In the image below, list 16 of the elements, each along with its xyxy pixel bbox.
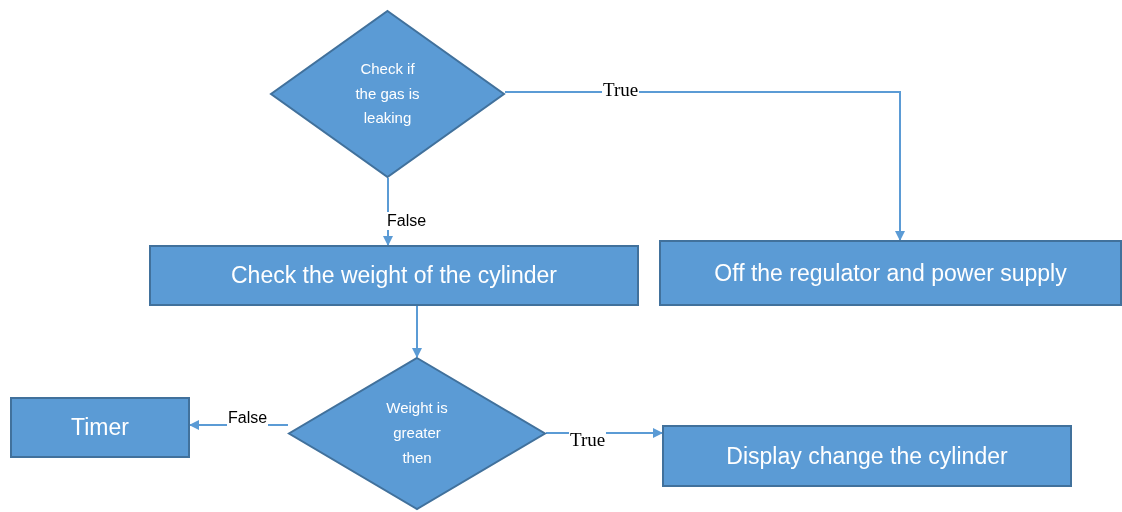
decision-diamond [270, 10, 505, 178]
arrow [504, 91, 905, 241]
process-box [662, 425, 1072, 487]
node-label: Display change the cylinder [726, 442, 1008, 470]
process-box [10, 397, 190, 458]
node-label: Off the regulator and power supply [714, 259, 1067, 287]
node-label: Weight is greater then [385, 398, 449, 468]
process-box [659, 240, 1122, 306]
process-box [149, 245, 639, 306]
node-label: Check the weight of the cylinder [231, 262, 557, 289]
arrow [412, 305, 422, 358]
decision-diamond [288, 357, 546, 510]
node-label: Check if the gas is leaking [354, 58, 421, 129]
edge-label: False [386, 212, 428, 230]
edge-label: False [227, 409, 269, 427]
node-label: Timer [71, 414, 129, 441]
